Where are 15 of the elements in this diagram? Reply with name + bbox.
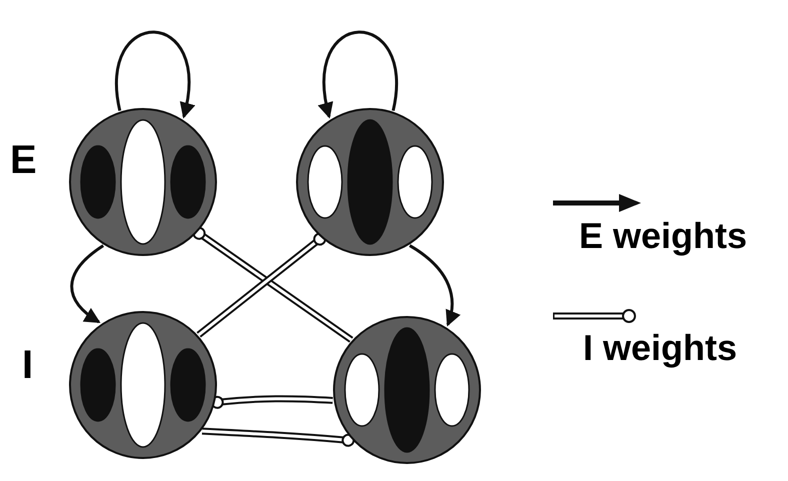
excitatory-arrow: [408, 244, 460, 327]
inhibitory-connection: [196, 232, 326, 338]
inhibitory-connection: [192, 226, 354, 343]
neuron-population-circle: [332, 315, 482, 465]
row-label: E: [10, 140, 37, 180]
excitatory-arrow: [115, 30, 194, 119]
neuron-population-circle: [295, 107, 445, 257]
excitatory-arrow: [318, 30, 398, 119]
neuron-population-circle: [68, 310, 218, 460]
legend-label: E weights: [579, 218, 748, 254]
legend-label: I weights: [583, 330, 738, 366]
excitatory-arrow: [70, 244, 104, 324]
inhibitory-connection: [202, 428, 355, 447]
neuron-population-circle: [68, 107, 218, 257]
row-label: I: [22, 345, 34, 385]
